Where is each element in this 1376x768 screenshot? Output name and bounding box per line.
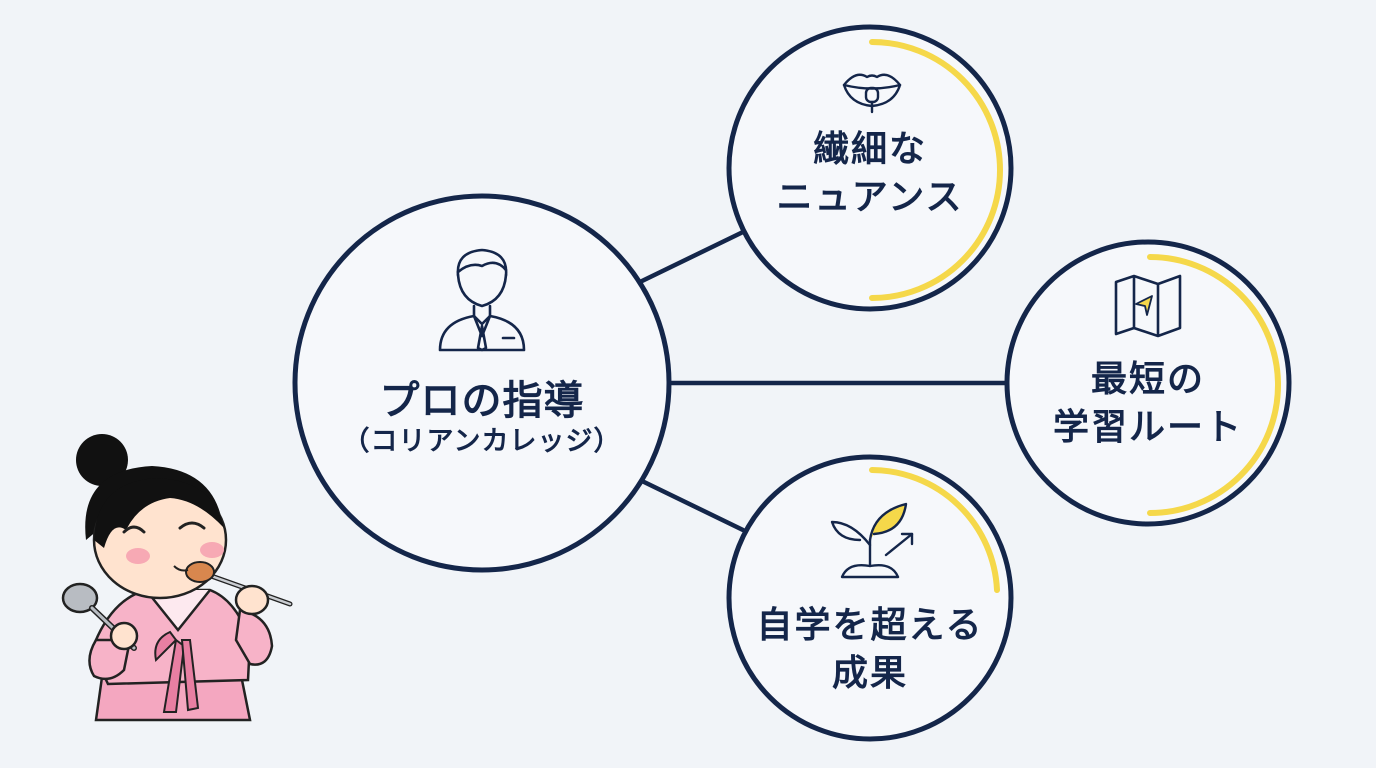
node-nuance-line2: ニュアンス — [776, 177, 964, 218]
map-icon — [1114, 274, 1182, 338]
node-results-line2: 成果 — [831, 653, 909, 694]
center-title: プロの指導 — [379, 378, 585, 424]
sprout-growth-icon — [830, 502, 914, 579]
center-subtitle: （コリアンカレッジ） — [342, 426, 622, 457]
lips-icon — [842, 73, 902, 114]
center-label: プロの指導 （コリアンカレッジ） — [343, 377, 622, 459]
node-label-nuance: 繊細な ニュアンス — [776, 126, 963, 222]
teacher-icon — [438, 248, 526, 352]
node-circle-results — [726, 454, 1014, 742]
node-route-line1: 最短の — [1090, 359, 1206, 400]
connector-nuance — [639, 229, 746, 284]
node-label-route: 最短の 学習ルート — [1053, 356, 1243, 452]
accent-arc-nuance — [869, 39, 1003, 301]
connector-lines — [639, 229, 1013, 533]
node-circle-route — [1004, 239, 1292, 527]
connector-results — [639, 478, 746, 533]
node-nuance-line1: 繊細な — [812, 129, 927, 170]
node-route-line2: 学習ルート — [1052, 407, 1244, 448]
accent-arc-results — [869, 467, 1000, 593]
accent-arc-route — [1147, 254, 1281, 516]
node-label-results: 自学を超える 成果 — [757, 602, 984, 698]
girl-in-hanbok-eating-illustration — [61, 434, 293, 722]
node-results-line1: 自学を超える — [756, 605, 984, 646]
center-circle — [292, 193, 672, 573]
node-circle-nuance — [726, 24, 1014, 312]
